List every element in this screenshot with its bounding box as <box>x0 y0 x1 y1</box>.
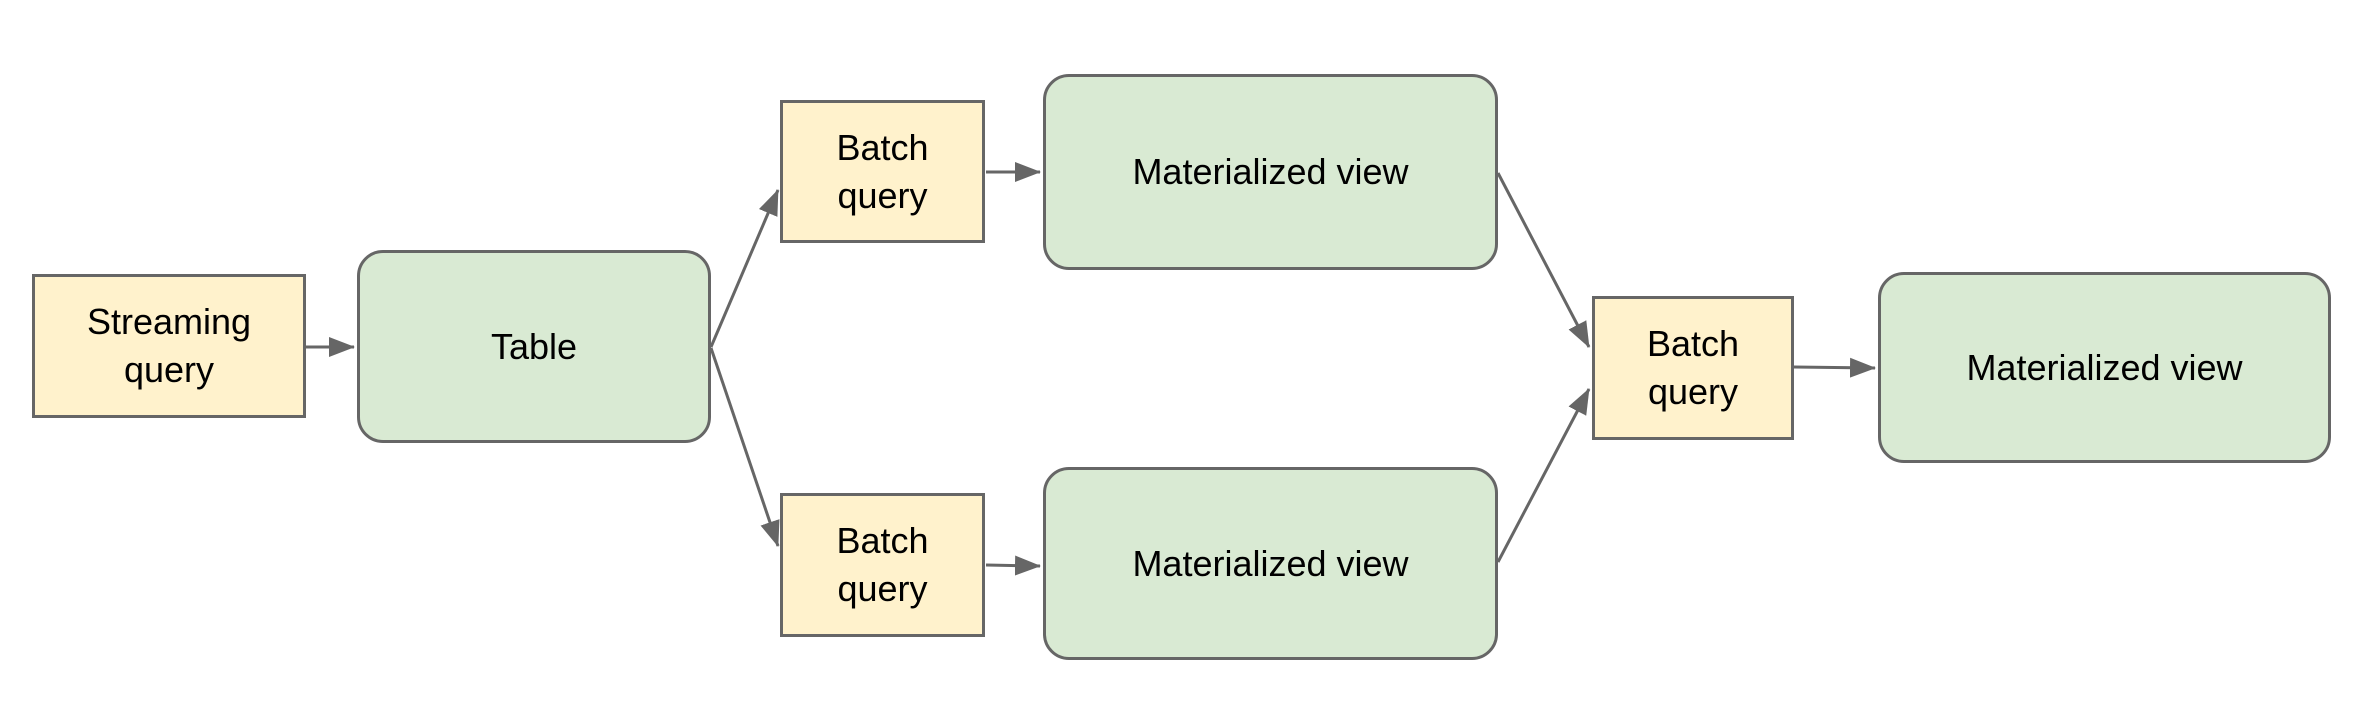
edge-table-to-batch-query-bottom <box>709 347 780 547</box>
node-materialized-view-top-label: Materialized view <box>1132 151 1409 193</box>
node-batch-query-top-label: Batch query <box>836 126 929 216</box>
node-batch-query-right-label: Batch query <box>1646 323 1740 412</box>
edge-batch-query-bottom-to-materialized-view-bottom <box>985 555 1041 576</box>
node-streaming-query: Streaming query <box>32 274 306 418</box>
node-materialized-view-bottom: Materialized view <box>1043 467 1498 660</box>
node-materialized-view-top: Materialized view <box>1043 74 1498 270</box>
node-batch-query-bottom-label: Batch query <box>836 520 929 609</box>
edge-materialized-view-bottom-to-batch-query-right <box>1496 388 1591 563</box>
edge-materialized-view-top-to-batch-query-right <box>1496 172 1591 348</box>
edge-table-to-batch-query-top <box>709 189 780 348</box>
node-batch-query-bottom: Batch query <box>780 493 985 637</box>
node-table: Table <box>357 250 711 443</box>
node-batch-query-right: Batch query <box>1592 296 1794 440</box>
node-materialized-view-bottom-label: Materialized view <box>1132 542 1409 584</box>
node-materialized-view-right: Materialized view <box>1878 272 2331 463</box>
node-table-label: Table <box>490 325 578 367</box>
node-streaming-query-label: Streaming query <box>86 301 252 390</box>
node-materialized-view-right-label: Materialized view <box>1966 346 2243 388</box>
node-batch-query-top: Batch query <box>780 100 985 243</box>
edge-batch-query-right-to-materialized-view-right <box>1793 357 1876 378</box>
